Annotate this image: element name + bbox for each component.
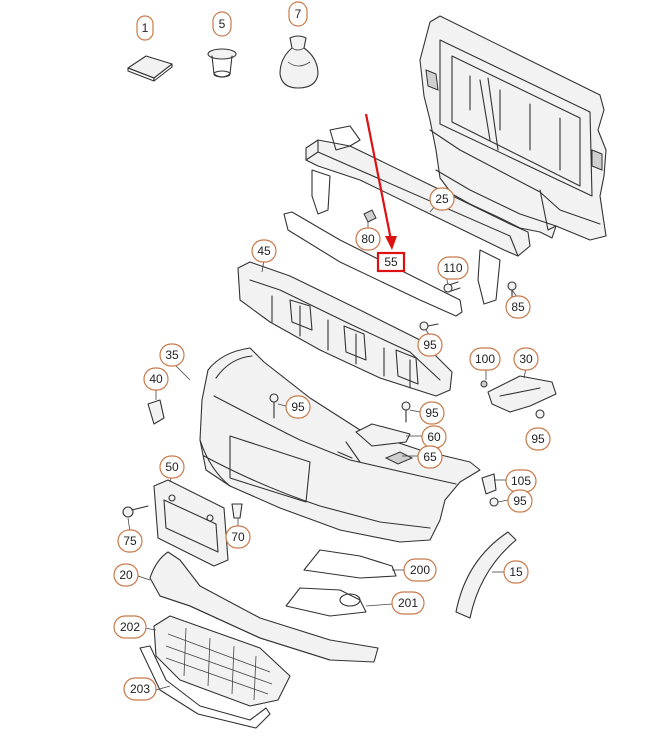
svg-text:50: 50 [165, 460, 179, 474]
callout-95-energy-absorber[interactable]: 95 [417, 333, 443, 357]
callout-35[interactable]: 35 [159, 343, 185, 367]
callout-50[interactable]: 50 [159, 455, 185, 479]
svg-text:85: 85 [511, 300, 525, 314]
bracket-30 [487, 375, 557, 413]
svg-text:35: 35 [165, 348, 179, 362]
svg-text:30: 30 [519, 352, 533, 366]
svg-text:95: 95 [423, 338, 437, 352]
screw-95d [401, 401, 411, 423]
svg-text:15: 15 [509, 565, 523, 579]
svg-text:110: 110 [443, 261, 462, 275]
bolt-75 [122, 505, 149, 518]
svg-text:100: 100 [475, 352, 495, 366]
callout-15[interactable]: 15 [503, 560, 529, 584]
part-1-pad [127, 55, 173, 82]
svg-text:200: 200 [410, 563, 430, 577]
svg-text:75: 75 [123, 534, 137, 548]
svg-text:40: 40 [149, 372, 163, 386]
svg-text:1: 1 [142, 21, 149, 35]
screw-110 [443, 281, 461, 293]
callout-30[interactable]: 30 [513, 347, 539, 371]
lower-spoiler [149, 551, 379, 663]
clip-100 [480, 380, 488, 388]
callout-95-bracket-60[interactable]: 95 [419, 401, 445, 425]
callout-65[interactable]: 65 [417, 445, 443, 469]
svg-text:80: 80 [361, 232, 375, 246]
grille-trim-strip [139, 645, 271, 729]
svg-text:7: 7 [295, 7, 302, 21]
highlight-arrow [364, 113, 397, 250]
clip-70 [231, 503, 243, 519]
svg-text:60: 60 [427, 430, 441, 444]
callout-55-highlighted[interactable]: 55 [376, 251, 406, 273]
callout-1[interactable]: 1 [136, 15, 154, 41]
svg-text:25: 25 [435, 192, 449, 206]
upper-seal-strip [283, 211, 463, 317]
callout-105[interactable]: 105 [505, 469, 537, 493]
callout-203[interactable]: 203 [123, 677, 157, 701]
callout-25[interactable]: 25 [429, 187, 455, 211]
part-5-clip [207, 48, 237, 78]
svg-text:202: 202 [120, 620, 140, 634]
svg-text:55: 55 [384, 255, 398, 269]
wheel-arch-trim [455, 531, 517, 619]
callout-7[interactable]: 7 [288, 1, 308, 27]
svg-text:95: 95 [513, 494, 527, 508]
svg-text:95: 95 [291, 400, 305, 414]
svg-text:95: 95 [531, 432, 545, 446]
screw-95e [489, 497, 499, 507]
screw-95b [535, 409, 545, 419]
callout-110[interactable]: 110 [437, 256, 469, 280]
svg-text:20: 20 [119, 568, 133, 582]
svg-text:201: 201 [398, 596, 418, 610]
plate-bracket [153, 479, 229, 567]
svg-text:45: 45 [257, 244, 271, 258]
bracket-60 [355, 423, 411, 447]
svg-text:203: 203 [130, 682, 150, 696]
fastener-80 [363, 209, 377, 223]
callout-45[interactable]: 45 [251, 239, 277, 263]
svg-text:5: 5 [219, 17, 226, 31]
screw-95a [419, 321, 439, 331]
callout-202[interactable]: 202 [113, 615, 147, 639]
callout-95-side-bracket[interactable]: 95 [525, 427, 551, 451]
callout-80[interactable]: 80 [355, 227, 381, 251]
callout-201[interactable]: 201 [391, 591, 425, 615]
callout-95-cover-top[interactable]: 95 [285, 395, 311, 419]
part-7-bag [279, 35, 319, 89]
callout-40[interactable]: 40 [143, 367, 169, 391]
sensor-105 [481, 473, 497, 495]
front-end-carrier [419, 15, 607, 241]
callout-85[interactable]: 85 [505, 295, 531, 319]
side-grille-upper [303, 549, 397, 579]
bumper-reinforcement [305, 125, 531, 305]
callout-5[interactable]: 5 [212, 11, 232, 37]
svg-text:65: 65 [423, 450, 437, 464]
callout-200[interactable]: 200 [403, 558, 437, 582]
callout-20[interactable]: 20 [113, 563, 139, 587]
callout-100[interactable]: 100 [469, 347, 501, 371]
svg-text:95: 95 [425, 406, 439, 420]
callout-60[interactable]: 60 [421, 425, 447, 449]
callout-70[interactable]: 70 [225, 525, 251, 549]
side-grille-fog [285, 587, 367, 617]
energy-absorber [237, 261, 453, 397]
svg-text:70: 70 [231, 530, 245, 544]
screw-95c [269, 393, 279, 419]
callout-95-sensor[interactable]: 95 [507, 489, 533, 513]
bracket-40 [147, 399, 165, 425]
svg-text:105: 105 [511, 474, 531, 488]
callout-75[interactable]: 75 [117, 529, 143, 553]
lower-grille [153, 615, 291, 707]
